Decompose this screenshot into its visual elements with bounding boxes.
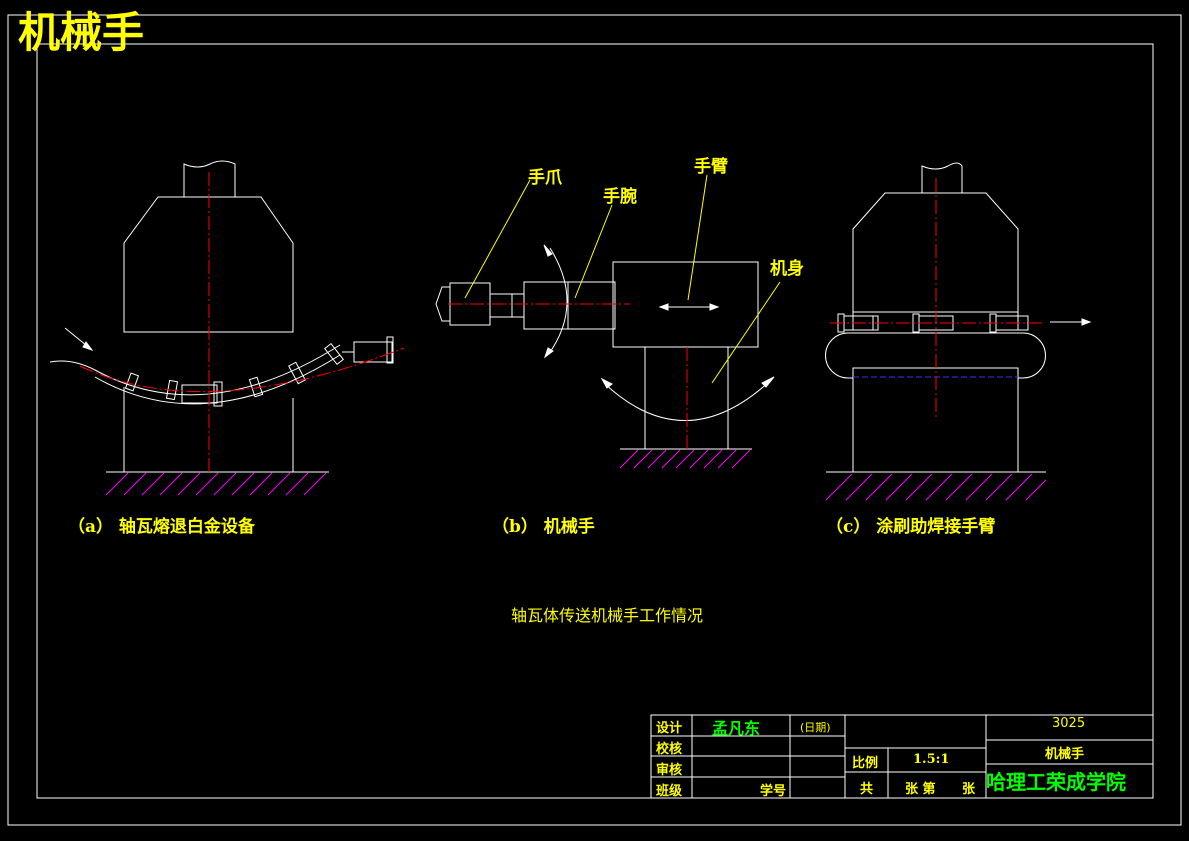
outer-frame — [7, 14, 1182, 826]
tb-date-label: (日期) — [800, 721, 831, 734]
tb-drawing-no: 3025 — [1052, 716, 1086, 731]
tb-total-label: 共 — [860, 782, 874, 797]
inner-frame — [36, 43, 1154, 799]
tb-review-label: 审核 — [656, 763, 683, 778]
tb-scale-label: 比例 — [852, 756, 879, 771]
tb-check-label: 校核 — [656, 742, 683, 757]
tb-scale-value: 1.5:1 — [913, 752, 950, 767]
figure-c-flux-coating-arm — [825, 162, 1092, 501]
tb-drawing-name: 机械手 — [1045, 747, 1085, 762]
tb-class-label: 班级 — [656, 784, 683, 799]
label-body: 机身 — [770, 259, 804, 279]
tb-school: 哈理工荣成学院 — [986, 770, 1126, 794]
tb-designer: 孟凡东 — [712, 719, 761, 738]
caption-b: （b） 机械手 — [492, 517, 595, 537]
label-arm: 手臂 — [694, 157, 728, 177]
tb-design-label: 设计 — [656, 721, 683, 736]
caption-a: （a） 轴瓦熔退白金设备 — [68, 517, 255, 537]
drawing-title: 机械手 — [18, 8, 145, 57]
tb-sheet-label: 张 第 — [905, 782, 936, 797]
tb-sheet-suffix: 张 — [962, 782, 976, 797]
caption-c: （c） 涂刷助焊接手臂 — [826, 517, 996, 537]
figure-a-melting-equipment — [49, 160, 405, 496]
figure-subtitle: 轴瓦体传送机械手工作情况 — [511, 606, 704, 625]
label-gripper: 手爪 — [528, 168, 562, 188]
figure-b-manipulator — [435, 174, 781, 469]
label-wrist: 手腕 — [603, 187, 637, 207]
title-block-grid — [650, 714, 1154, 799]
tb-student-no-label: 学号 — [760, 784, 787, 799]
